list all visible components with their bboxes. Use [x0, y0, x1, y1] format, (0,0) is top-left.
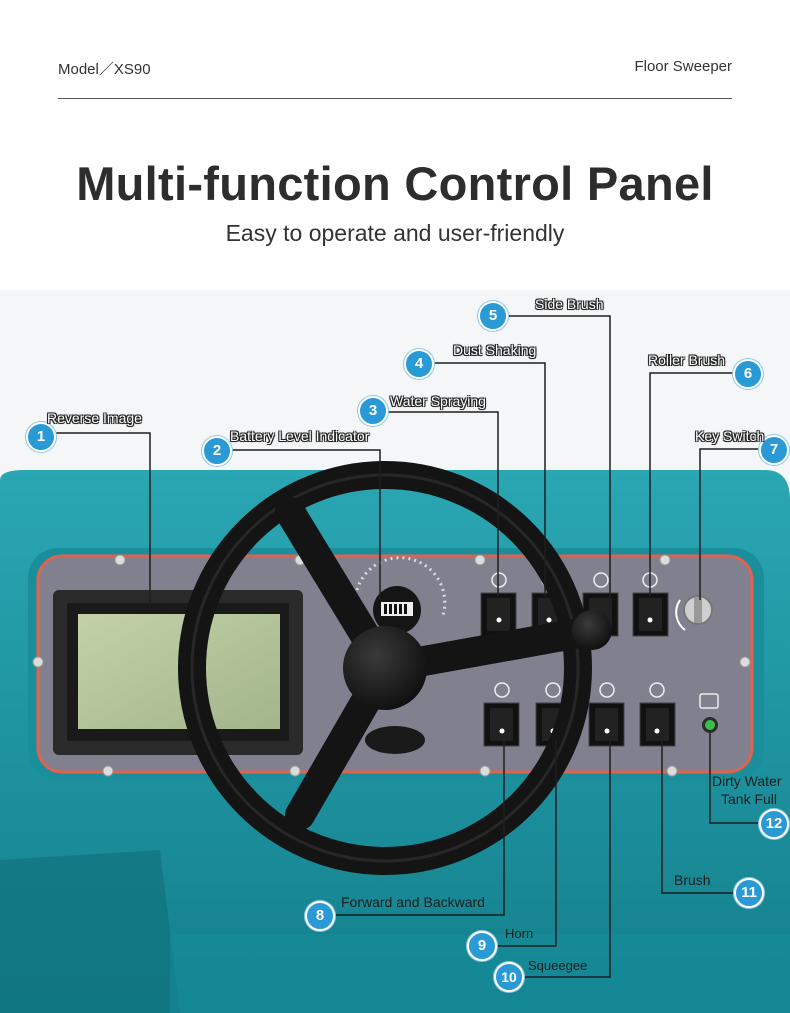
callout-number-5: 5 — [478, 301, 508, 331]
callout-number-8: 8 — [305, 901, 335, 931]
switch-brush — [639, 682, 676, 747]
switch-forward-backward — [483, 682, 520, 747]
callout-label-water-spraying: Water Spraying — [390, 393, 486, 409]
callout-label-horn: Horn — [505, 926, 534, 941]
model-label: Model／XS90 — [58, 61, 151, 78]
steering-wheel — [178, 461, 612, 875]
panel-screws — [32, 554, 751, 777]
category-label: Floor Sweeper — [634, 58, 732, 75]
callout-number-2: 2 — [202, 436, 232, 466]
callout-label-roller-brush: Roller Brush — [648, 352, 726, 368]
control-panel-illustration — [0, 290, 790, 1013]
callout-number-12: 12 — [759, 809, 789, 839]
callout-label-tank-full-line2: Tank Full — [721, 791, 778, 807]
dirty-water-tank-full-indicator — [699, 693, 719, 733]
callout-label-forward-and-backward: Forward and Backward — [341, 894, 485, 910]
callout-number-6: 6 — [733, 359, 763, 389]
header-bar: Model／XS90 Floor Sweeper — [58, 58, 732, 99]
callout-number-9: 9 — [467, 931, 497, 961]
key-switch — [675, 595, 713, 631]
page-title: Multi-function Control Panel — [76, 157, 714, 210]
callout-label-reverse-image: Reverse Image — [47, 410, 142, 426]
callout-number-7: 7 — [759, 435, 789, 465]
callout-number-4: 4 — [404, 349, 434, 379]
callout-label-squeegee: Squeegee — [528, 958, 588, 973]
steering-column — [365, 726, 425, 754]
switch-water-spraying — [480, 572, 517, 637]
callout-label-dirty-water-line1: Dirty Water — [712, 773, 782, 789]
body-shadow-left — [0, 850, 180, 1013]
callout-number-3: 3 — [358, 396, 388, 426]
callout-label-dust-shaking: Dust Shaking — [453, 342, 537, 358]
callout-leader-lines — [54, 315, 759, 978]
callout-label-brush: Brush — [674, 872, 711, 888]
switch-squeegee — [588, 682, 625, 747]
steering-knob — [572, 610, 612, 650]
callout-label-side-brush: Side Brush — [535, 296, 604, 312]
callout-label-key-switch: Key Switch — [695, 428, 765, 444]
page-subtitle: Easy to operate and user-friendly — [225, 220, 565, 246]
body-lower-panel — [170, 935, 790, 1013]
callout-number-10: 10 — [494, 962, 524, 992]
callout-number-11: 11 — [734, 878, 764, 908]
battery-level-indicator — [355, 556, 447, 634]
callout-number-1: 1 — [26, 422, 56, 452]
callout-label-battery-level-indicator: Battery Level Indicator — [230, 428, 370, 444]
